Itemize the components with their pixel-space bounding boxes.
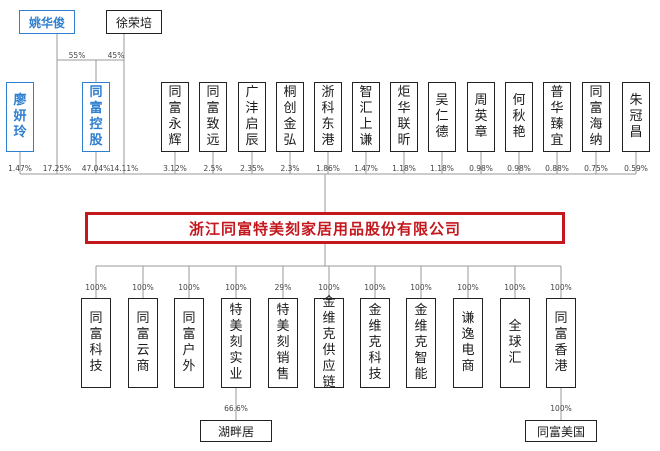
shareholder-box: 同富致远: [199, 82, 227, 152]
shareholder-box: 炬华联昕: [390, 82, 418, 152]
shareholder-box: 朱冠昌: [622, 82, 650, 152]
child-pct: 66.6%: [224, 404, 248, 413]
shareholding-pct: 2.5%: [203, 164, 223, 173]
ownership-pct: 55%: [68, 51, 86, 60]
shareholding-pct: 1.47%: [8, 164, 32, 173]
shareholding-pct: 1.86%: [316, 164, 340, 173]
top-owner-box-label: 姚华俊: [28, 15, 65, 30]
shareholder-box: 广沣启辰: [238, 82, 266, 152]
subsidiary-box: 同富户外: [174, 298, 204, 388]
subsidiary-pct: 100%: [85, 283, 107, 292]
subsidiary-box-label: 金维克科技: [368, 303, 382, 382]
child-pct: 100%: [550, 404, 572, 413]
subsidiary-box: 金维克智能: [406, 298, 436, 388]
shareholder-box-label: 廖妍玲: [13, 93, 27, 140]
shareholding-pct: 47.04%: [81, 164, 111, 173]
subsidiary-box: 同富云商: [128, 298, 158, 388]
subsidiary-box-label: 金维克智能: [414, 303, 428, 382]
subsidiary-box-label: 同富香港: [554, 311, 568, 374]
subsidiary-box: 特美刻实业: [221, 298, 251, 388]
top-owner-box: 姚华俊: [19, 10, 75, 34]
subsidiary-box: 金维克科技: [360, 298, 390, 388]
subsidiary-box: 同富科技: [81, 298, 111, 388]
subsidiary-box-label: 金维克供应链: [322, 295, 336, 390]
subsidiary-box-label: 谦逸电商: [461, 311, 475, 374]
shareholder-box-label: 炬华联昕: [397, 85, 411, 148]
subsidiary-box: 谦逸电商: [453, 298, 483, 388]
child-company-box-label: 湖畔居: [217, 424, 254, 439]
subsidiary-box: 同富香港: [546, 298, 576, 388]
subsidiary-pct: 100%: [225, 283, 247, 292]
subsidiary-pct: 100%: [132, 283, 154, 292]
shareholding-pct: 1.18%: [430, 164, 454, 173]
shareholder-box-label: 桐创金弘: [283, 85, 297, 148]
subsidiary-box: 全球汇: [500, 298, 530, 388]
shareholder-box: 智汇上谦: [352, 82, 380, 152]
shareholding-pct: 1.47%: [354, 164, 378, 173]
subsidiary-box-label: 同富户外: [182, 311, 196, 374]
subsidiary-pct: 100%: [178, 283, 200, 292]
subsidiary-box: 特美刻销售: [268, 298, 298, 388]
subsidiary-box-label: 同富科技: [89, 311, 103, 374]
shareholder-box-label: 广沣启辰: [245, 85, 259, 148]
subsidiary-pct: 100%: [318, 283, 340, 292]
subsidiary-box-label: 同富云商: [136, 311, 150, 374]
shareholder-box-label: 浙科东港: [321, 85, 335, 148]
shareholder-box-label: 同富致远: [206, 85, 220, 148]
shareholder-box: 同富永辉: [161, 82, 189, 152]
shareholder-box: 浙科东港: [314, 82, 342, 152]
subsidiary-box-label: 特美刻实业: [229, 303, 243, 382]
shareholder-box: 同富海纳: [582, 82, 610, 152]
shareholder-box: 廖妍玲: [6, 82, 34, 152]
shareholder-box: 普华臻宜: [543, 82, 571, 152]
shareholder-box-label: 智汇上谦: [359, 85, 373, 148]
shareholding-pct: 0.75%: [584, 164, 608, 173]
shareholder-box-label: 周英章: [474, 93, 488, 140]
shareholder-box-label: 朱冠昌: [629, 93, 643, 140]
shareholder-box-label: 何秋艳: [512, 93, 526, 140]
shareholder-box: 吴仁德: [428, 82, 456, 152]
shareholder-box-label: 同富控股: [89, 85, 103, 148]
child-company-box: 湖畔居: [200, 420, 272, 442]
shareholding-pct: 17.25%: [42, 164, 72, 173]
subsidiary-box: 金维克供应链: [314, 295, 344, 390]
shareholding-pct: 2.3%: [280, 164, 300, 173]
child-company-box-label: 同富美国: [536, 424, 585, 439]
shareholder-box-label: 同富海纳: [589, 85, 603, 148]
shareholder-box: 何秋艳: [505, 82, 533, 152]
shareholding-pct: 14.11%: [109, 164, 139, 173]
shareholding-pct: 0.88%: [545, 164, 569, 173]
subsidiary-pct: 100%: [410, 283, 432, 292]
shareholding-pct: 1.18%: [392, 164, 416, 173]
subsidiary-box-label: 全球汇: [508, 319, 522, 366]
shareholding-pct: 2.35%: [240, 164, 264, 173]
ownership-pct: 45%: [107, 51, 125, 60]
shareholding-pct: 3.12%: [163, 164, 187, 173]
top-owner-box: 徐荣培: [106, 10, 162, 34]
shareholder-box-label: 吴仁德: [435, 93, 449, 140]
shareholder-box: 桐创金弘: [276, 82, 304, 152]
subsidiary-box-label: 特美刻销售: [276, 303, 290, 382]
shareholding-pct: 0.98%: [469, 164, 493, 173]
top-owner-box-label: 徐荣培: [115, 15, 152, 30]
shareholder-box: 周英章: [467, 82, 495, 152]
shareholding-pct: 0.59%: [624, 164, 648, 173]
company-name: 浙江同富特美刻家居用品股份有限公司: [188, 219, 461, 238]
subsidiary-pct: 100%: [364, 283, 386, 292]
shareholder-box: 同富控股: [82, 82, 110, 152]
subsidiary-pct: 100%: [550, 283, 572, 292]
shareholder-box-label: 普华臻宜: [550, 85, 564, 148]
subsidiary-pct: 100%: [457, 283, 479, 292]
shareholding-pct: 0.98%: [507, 164, 531, 173]
shareholder-box-label: 同富永辉: [168, 85, 182, 148]
child-company-box: 同富美国: [525, 420, 597, 442]
company-box: 浙江同富特美刻家居用品股份有限公司: [85, 212, 565, 244]
subsidiary-pct: 29%: [274, 283, 292, 292]
subsidiary-pct: 100%: [504, 283, 526, 292]
